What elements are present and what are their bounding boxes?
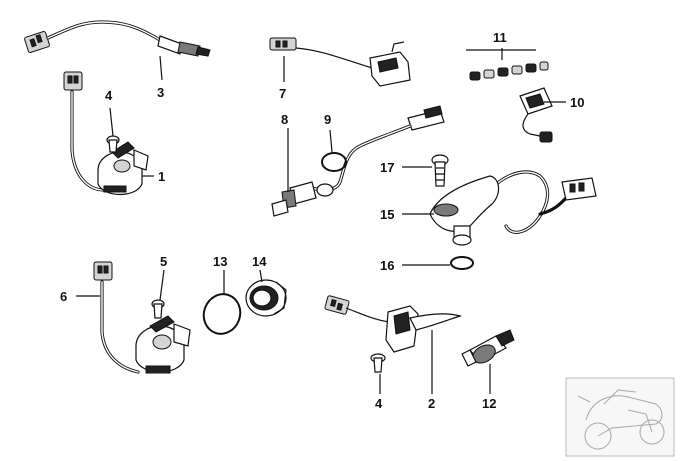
callout-16: 16	[380, 258, 394, 273]
callout-3: 3	[157, 85, 164, 100]
part-15-sensor-housing	[429, 170, 597, 246]
callout-1: 1	[158, 169, 165, 184]
part-12-pressure-switch	[461, 329, 515, 367]
callout-numbers: 3 4 1 7 8 9 11 10 17 15 16 5 6 13 14 2 4…	[60, 30, 584, 411]
part-5-screw	[151, 299, 165, 319]
callout-13: 13	[213, 254, 227, 269]
part-3-speed-sensor-cable	[24, 20, 211, 57]
part-4-screw-lower	[370, 353, 386, 373]
part-13-gasket	[202, 293, 242, 335]
leader-lines	[76, 48, 566, 394]
part-1-potentiometer	[63, 71, 149, 196]
callout-10: 10	[570, 95, 584, 110]
part-14-ring	[245, 279, 287, 317]
callout-4-upper: 4	[105, 88, 113, 103]
part-2-side-stand-switch	[324, 295, 463, 353]
part-6-potentiometer-lower	[93, 261, 191, 374]
callout-9: 9	[324, 112, 331, 127]
part-11-contact-set	[469, 61, 549, 81]
part-9-o-ring	[321, 152, 347, 172]
callout-17: 17	[380, 160, 394, 175]
part-16-o-ring	[450, 256, 474, 270]
part-17-screw	[431, 154, 449, 187]
callout-7: 7	[279, 86, 286, 101]
callout-6: 6	[60, 289, 67, 304]
part-8-sensor-with-cable	[271, 105, 445, 217]
callout-15: 15	[380, 207, 394, 222]
callout-14: 14	[252, 254, 267, 269]
part-7-switch-with-connector	[269, 37, 411, 87]
callout-4-lower: 4	[375, 396, 383, 411]
callout-5: 5	[160, 254, 167, 269]
callout-12: 12	[482, 396, 496, 411]
callout-11: 11	[493, 30, 507, 45]
callout-8: 8	[281, 112, 288, 127]
part-10-switch-pigtail	[519, 87, 553, 143]
motorcycle-thumbnail-icon	[565, 377, 675, 457]
callout-2: 2	[428, 396, 435, 411]
